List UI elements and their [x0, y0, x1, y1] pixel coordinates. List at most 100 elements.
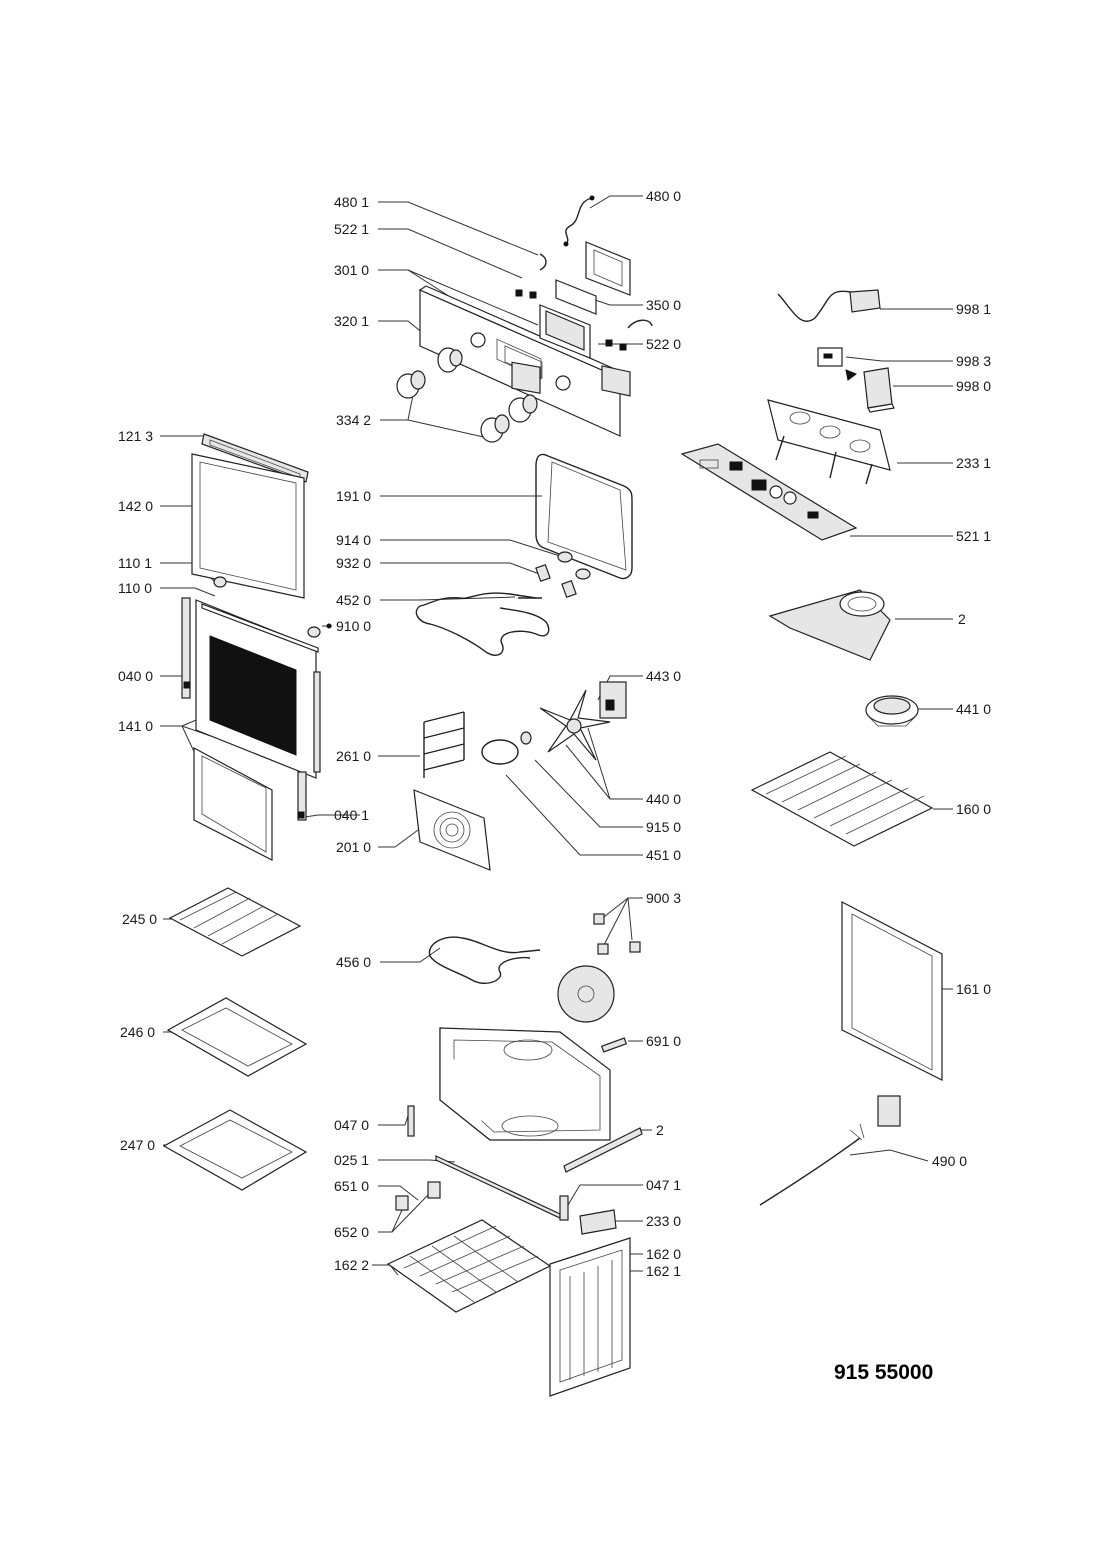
door-frame-141-0 — [193, 599, 319, 861]
lamp-914-0 — [557, 551, 591, 580]
tray-246-0 — [166, 997, 308, 1077]
label-025-1: 025 1 — [334, 1152, 369, 1168]
hinge-110-0 — [307, 623, 332, 638]
label-047-0: 047 0 — [334, 1117, 369, 1133]
bracket-233-0 — [579, 1209, 617, 1235]
cable-490-0 — [759, 1095, 901, 1206]
label-110-0: 110 0 — [118, 580, 152, 596]
knobs-334-2 — [396, 370, 538, 443]
label-047-1: 047 1 — [646, 1177, 681, 1193]
roasting-pan-247-0 — [162, 1109, 308, 1191]
label-910-0: 910 0 — [336, 618, 371, 634]
part-labels: 480 1 480 0 522 1 301 0 350 0 320 1 522 … — [118, 188, 991, 1384]
fan-blade-440-0 — [539, 689, 611, 761]
nut-915-0 — [520, 731, 532, 745]
label-998-3: 998 3 — [956, 353, 991, 369]
rail-2 — [563, 1127, 643, 1173]
label-246-0: 246 0 — [120, 1024, 155, 1040]
module-998-0 — [863, 367, 895, 413]
sensor-047-1 — [559, 1195, 569, 1221]
leader-lines — [160, 195, 953, 1276]
label-245-0: 245 0 — [122, 911, 157, 927]
bottom-element-456-0 — [428, 936, 541, 984]
motor-443-0 — [599, 681, 627, 719]
label-334-2: 334 2 — [336, 412, 371, 428]
strip-025-1 — [435, 1155, 561, 1219]
label-451-0: 451 0 — [646, 847, 681, 863]
label-121-3: 121 3 — [118, 428, 153, 444]
label-691-0: 691 0 — [646, 1033, 681, 1049]
label-247-0: 247 0 — [120, 1137, 155, 1153]
label-522-0: 522 0 — [646, 336, 681, 352]
label-490-0: 490 0 — [932, 1153, 967, 1169]
grill-element-452-0 — [415, 592, 550, 656]
fan-cover-201-0 — [413, 789, 491, 871]
label-162-2: 162 2 — [334, 1257, 369, 1273]
label-201-0: 201 0 — [336, 839, 371, 855]
label-141-0: 141 0 — [118, 718, 153, 734]
label-rail-2: 2 — [656, 1122, 664, 1138]
label-161-0: 161 0 — [956, 981, 991, 997]
switch-522-0 — [601, 319, 653, 397]
hinge-040-1 — [297, 771, 307, 821]
label-261-0: 261 0 — [336, 748, 371, 764]
drawing-number: 915 55000 — [834, 1361, 933, 1384]
switch-522-1 — [511, 289, 541, 394]
fan-441-0 — [865, 695, 919, 727]
oven-cavity — [439, 1027, 611, 1141]
rear-panel-161-0 — [841, 901, 943, 1081]
label-301-0: 301 0 — [334, 262, 369, 278]
clips-900-3 — [593, 913, 641, 955]
label-480-1: 480 1 — [334, 194, 369, 210]
label-521-1: 521 1 — [956, 528, 991, 544]
label-915-0: 915 0 — [646, 819, 681, 835]
label-fan-housing-2: 2 — [958, 611, 966, 627]
label-452-0: 452 0 — [336, 592, 371, 608]
display-frame-350-0 — [539, 241, 631, 359]
knob-652-0 — [427, 1181, 441, 1199]
label-443-0: 443 0 — [646, 668, 681, 684]
bracket-233-1 — [767, 399, 891, 485]
side-rack-162-0 — [549, 1237, 631, 1397]
label-914-0: 914 0 — [336, 532, 371, 548]
label-233-0: 233 0 — [646, 1213, 681, 1229]
label-160-0: 160 0 — [956, 801, 991, 817]
rear-fan-plate — [557, 965, 615, 1023]
label-350-0: 350 0 — [646, 297, 681, 313]
sensor-047-0 — [407, 1105, 415, 1137]
hinge-040-0 — [181, 597, 191, 699]
label-162-0: 162 0 — [646, 1246, 681, 1262]
label-456-0: 456 0 — [336, 954, 371, 970]
control-panel-301-0 — [418, 285, 628, 437]
label-320-1: 320 1 — [334, 313, 369, 329]
label-110-1: 110 1 — [118, 555, 152, 571]
label-040-0: 040 0 — [118, 668, 153, 684]
door-side-trim — [313, 671, 321, 773]
label-998-1: 998 1 — [956, 301, 991, 317]
outer-glass-142-0 — [191, 453, 305, 599]
wire-shelf-160-0 — [750, 751, 934, 847]
label-998-3 — [817, 347, 858, 381]
label-998-0: 998 0 — [956, 378, 991, 394]
hinge-110-1 — [213, 576, 227, 588]
wiring-harness-480-0 — [563, 195, 595, 247]
heater-ring-451-0 — [481, 739, 519, 765]
label-900-3: 900 3 — [646, 890, 681, 906]
label-233-1: 233 1 — [956, 455, 991, 471]
lamp-holder-932-0 — [535, 563, 577, 599]
grid-tray-245-0 — [168, 887, 302, 957]
label-040-1: 040 1 — [334, 807, 369, 823]
label-441-0: 441 0 — [956, 701, 991, 717]
label-191-0: 191 0 — [336, 488, 371, 504]
label-480-0: 480 0 — [646, 188, 681, 204]
label-162-1: 162 1 — [646, 1263, 681, 1279]
power-cable-998-1 — [777, 289, 881, 322]
shelf-support-261-0 — [423, 711, 465, 778]
label-440-0: 440 0 — [646, 791, 681, 807]
label-932-0: 932 0 — [336, 555, 371, 571]
label-142-0: 142 0 — [118, 498, 153, 514]
rack-162-2 — [386, 1219, 552, 1313]
wire-480-1 — [539, 253, 547, 271]
knob-651-0 — [395, 1195, 409, 1211]
knob-320-1 — [437, 347, 463, 373]
